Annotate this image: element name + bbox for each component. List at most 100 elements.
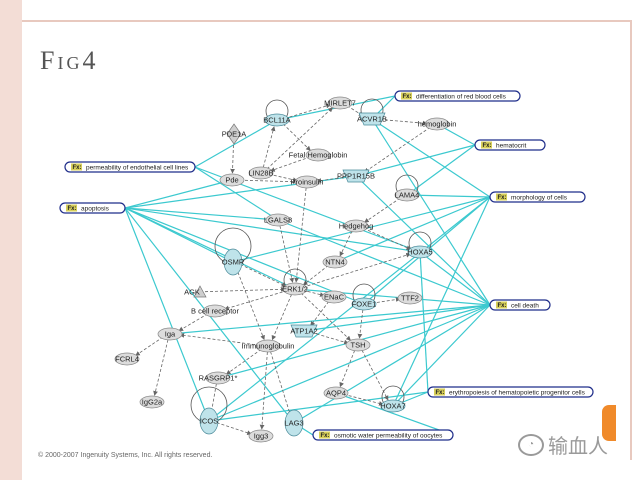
- node-pde[interactable]: Pde: [219, 173, 245, 187]
- function-label: erythropoiesis of hematopoietic progenit…: [449, 389, 586, 396]
- node-shape: [255, 339, 281, 353]
- node-fcrl4[interactable]: FCRL4: [114, 352, 140, 366]
- node-label: HOXA7: [380, 402, 405, 411]
- fx-tag-badge: [319, 431, 330, 439]
- node-hoxa5[interactable]: HOXA5: [407, 245, 433, 259]
- node-osmr[interactable]: OSMR: [222, 248, 245, 276]
- function-edge: [194, 119, 278, 168]
- node-bcl11a[interactable]: BCL11A: [263, 113, 291, 127]
- node-shape: [407, 245, 433, 259]
- molecule-edge: [302, 265, 329, 286]
- node-tsh[interactable]: TSH: [345, 338, 371, 352]
- function-box-f8[interactable]: Fx:osmotic water permeability of oocytes: [312, 429, 454, 441]
- function-box-f3[interactable]: Fx:permeability of endothelial cell line…: [64, 161, 196, 173]
- node-shape: [327, 96, 353, 110]
- function-box-f4[interactable]: Fx:apoptosis: [59, 202, 126, 214]
- molecule-edge: [235, 267, 265, 341]
- node-mirlet7[interactable]: MIRLET7: [324, 96, 356, 110]
- function-edge: [169, 304, 491, 335]
- node-lin28b[interactable]: LIN28B: [248, 166, 274, 180]
- node-pde1a[interactable]: PDE1A: [222, 123, 247, 145]
- function-box-f6[interactable]: Fx:cell death: [489, 299, 551, 311]
- function-label: hematocrit: [496, 142, 527, 149]
- node-hemoglobin[interactable]: hemoglobin: [418, 117, 457, 131]
- node-shape: [282, 282, 308, 296]
- function-edge: [208, 196, 491, 422]
- node-lag3[interactable]: LAG3: [284, 409, 304, 437]
- function-box-f5[interactable]: Fx:morphology of cells: [489, 191, 586, 203]
- node-shape: [265, 213, 291, 227]
- node-igg3[interactable]: Igg3: [248, 429, 274, 443]
- molecule-edge: [339, 350, 356, 388]
- node-acvr1b[interactable]: ACVR1B: [357, 112, 387, 126]
- fx-tag-badge: [496, 193, 507, 201]
- molecule-edge: [262, 126, 276, 168]
- function-edge: [194, 166, 279, 221]
- node-ttf2[interactable]: TTF2: [397, 291, 423, 305]
- function-edge: [371, 118, 491, 306]
- molecule-edge: [239, 179, 298, 185]
- molecule-edge: [363, 227, 412, 250]
- node-shape: [290, 324, 318, 338]
- molecule-edge: [135, 336, 164, 356]
- node-label: TTF2: [401, 294, 419, 303]
- fx-tag-badge: [434, 388, 445, 396]
- node-proinsulin[interactable]: Proinsulin: [291, 175, 324, 189]
- node-icos[interactable]: ICOS: [199, 407, 219, 435]
- node-label: PDE1A: [222, 130, 247, 139]
- molecule-edge: [199, 286, 286, 293]
- node-hedgehog[interactable]: Hedgehog: [339, 219, 374, 233]
- node-lama4[interactable]: LAMA4: [394, 188, 420, 202]
- molecule-edge: [339, 231, 353, 257]
- molecule-edge: [294, 187, 307, 283]
- function-box-outline: [312, 429, 454, 441]
- molecule-edge: [310, 301, 330, 327]
- node-shape: [226, 123, 242, 145]
- molecule-edge: [270, 351, 292, 417]
- function-edge: [335, 392, 454, 436]
- node-label: LIN28B: [248, 169, 273, 178]
- function-edge: [303, 304, 491, 332]
- function-edge: [392, 304, 491, 407]
- node-hoxa7[interactable]: HOXA7: [380, 399, 406, 413]
- node-aqp4[interactable]: AQP4: [323, 386, 349, 400]
- node-label: ACVR1B: [357, 115, 387, 124]
- node-agk[interactable]: AGK: [184, 285, 207, 298]
- right-rule: [630, 20, 632, 460]
- node-igg2a[interactable]: IgG2a: [139, 395, 165, 409]
- copyright-text: © 2000-2007 Ingenuity Systems, Inc. All …: [38, 452, 213, 459]
- node-fetalhemoglobin[interactable]: Fetal Hemoglobin: [289, 148, 348, 162]
- node-immunoglobulin[interactable]: Immunoglobulin: [242, 339, 295, 353]
- node-ppp1r15b[interactable]: PPP1R15B: [337, 169, 375, 183]
- molecule-edge: [179, 333, 261, 346]
- molecule-edge: [300, 292, 351, 341]
- function-box-f2[interactable]: Fx:hematocrit: [474, 139, 546, 151]
- node-rasgrp1[interactable]: RASGRP1*: [199, 371, 238, 385]
- function-box-f1[interactable]: Fx:differentiation of red blood cells: [394, 90, 521, 102]
- node-shape: [248, 429, 274, 443]
- node-label: B cell receptor: [191, 307, 239, 316]
- molecule-edge: [379, 119, 428, 126]
- node-iga[interactable]: Iga: [157, 327, 183, 341]
- node-ntn4[interactable]: NTN4: [322, 255, 348, 269]
- function-box-f7[interactable]: Fx: erythropoiesis of hematopoietic proge…: [427, 386, 594, 398]
- function-label: osmotic water permeability of oocytes: [334, 432, 443, 439]
- fx-tag-badge: [71, 163, 82, 171]
- node-label: ENaC: [324, 293, 345, 302]
- molecule-edge: [224, 290, 288, 311]
- molecule-edge: [311, 332, 349, 345]
- node-label: AGK: [184, 288, 200, 297]
- node-shape: [321, 290, 347, 304]
- node-atp1a2[interactable]: ATP1A2: [290, 324, 318, 338]
- function-edge: [406, 144, 476, 196]
- node-erk12[interactable]: ERK1/2: [282, 282, 308, 296]
- fx-tag-label: Fx:: [436, 390, 445, 396]
- node-bcellreceptor[interactable]: B cell receptor: [191, 304, 239, 318]
- node-lgals8[interactable]: LGALS8: [264, 213, 292, 227]
- node-foxe1[interactable]: FOXE1: [351, 297, 377, 311]
- molecule-edge: [271, 294, 292, 341]
- node-label: Igg3: [254, 432, 269, 441]
- node-enac[interactable]: ENaC: [321, 290, 347, 304]
- node-shape: [157, 327, 183, 341]
- molecule-edge: [216, 422, 252, 436]
